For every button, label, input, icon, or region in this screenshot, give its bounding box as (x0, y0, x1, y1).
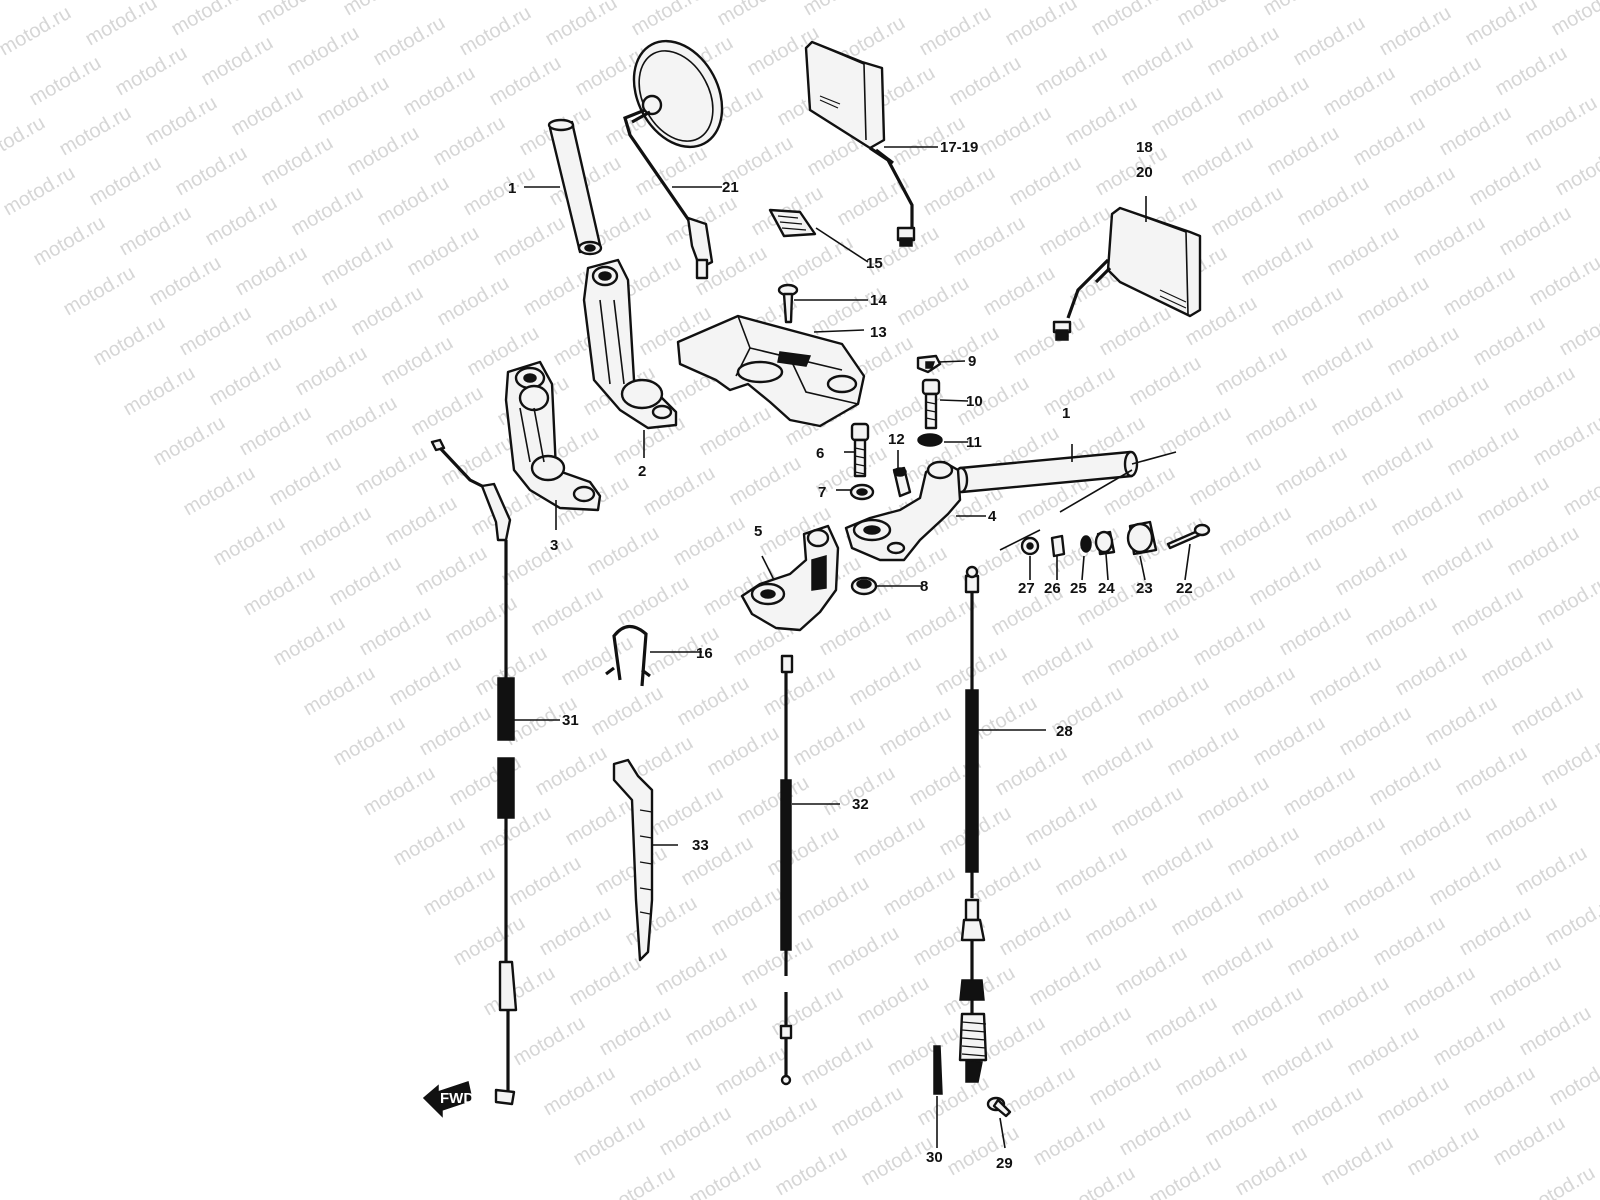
holder-3 (504, 360, 602, 512)
callout-28: 28 (1056, 723, 1073, 740)
callout-5: 5 (754, 523, 762, 540)
callout-8: 8 (920, 578, 928, 595)
strap-33 (612, 758, 654, 962)
callout-15: 15 (866, 255, 883, 272)
callout-10: 10 (966, 393, 983, 410)
fwd-arrow: FWD (422, 1081, 474, 1118)
callout-18: 18 (1136, 139, 1153, 156)
cap-12 (892, 466, 912, 498)
callout-25: 25 (1070, 580, 1087, 597)
callout-6: 6 (816, 445, 824, 462)
bolt-9 (916, 354, 942, 374)
callout-26: 26 (1044, 580, 1061, 597)
callout-3: 3 (550, 537, 558, 554)
callout-24: 24 (1098, 580, 1115, 597)
callout-27: 27 (1018, 580, 1035, 597)
screw-14 (777, 283, 799, 324)
cable-28 (958, 565, 988, 1083)
callout-12: 12 (888, 431, 905, 448)
callout-9: 9 (968, 353, 976, 370)
cable-32 (779, 654, 794, 1086)
grip-left (547, 118, 603, 256)
holder-2 (582, 258, 678, 430)
cable-31 (430, 438, 518, 1106)
callout-30: 30 (926, 1149, 943, 1166)
callout-16: 16 (696, 645, 713, 662)
clamp-5 (740, 524, 840, 632)
nut-7 (849, 483, 875, 501)
callout-32: 32 (852, 796, 869, 813)
callout-29: 29 (996, 1155, 1013, 1172)
leader-lines (514, 146, 1191, 1149)
bolt-10 (921, 378, 941, 430)
pin-30 (933, 1045, 943, 1095)
callout-7: 7 (818, 484, 826, 501)
cover-15 (768, 208, 817, 238)
callout-1-right: 1 (1062, 405, 1070, 422)
callout-17-19: 17-19 (940, 139, 978, 156)
callout-22: 22 (1176, 580, 1193, 597)
callout-31: 31 (562, 712, 579, 729)
holder-4 (844, 460, 962, 562)
mirror-round (623, 39, 724, 280)
bar-end-set (1020, 520, 1211, 558)
bridge-13 (676, 314, 866, 428)
washer-11 (917, 433, 943, 447)
callout-1: 1 (508, 180, 516, 197)
nut-8 (850, 576, 878, 596)
callout-13: 13 (870, 324, 887, 341)
callout-11: 11 (966, 434, 982, 451)
mirror-rect-top (804, 40, 916, 247)
callout-23: 23 (1136, 580, 1153, 597)
callout-21: 21 (722, 179, 739, 196)
callout-2: 2 (638, 463, 646, 480)
callout-20: 20 (1136, 164, 1153, 181)
callouts: 1 1 2 3 4 5 6 7 8 9 10 11 12 13 14 15 16… (508, 139, 1193, 1172)
bolt-6 (850, 422, 870, 478)
mirror-rect-right (1052, 206, 1202, 341)
fwd-arrow-label: FWD (440, 1090, 474, 1107)
callout-14: 14 (870, 292, 887, 309)
screw-29 (986, 1096, 1012, 1118)
callout-33: 33 (692, 837, 709, 854)
clip-16 (605, 624, 651, 687)
callout-4: 4 (988, 508, 997, 525)
